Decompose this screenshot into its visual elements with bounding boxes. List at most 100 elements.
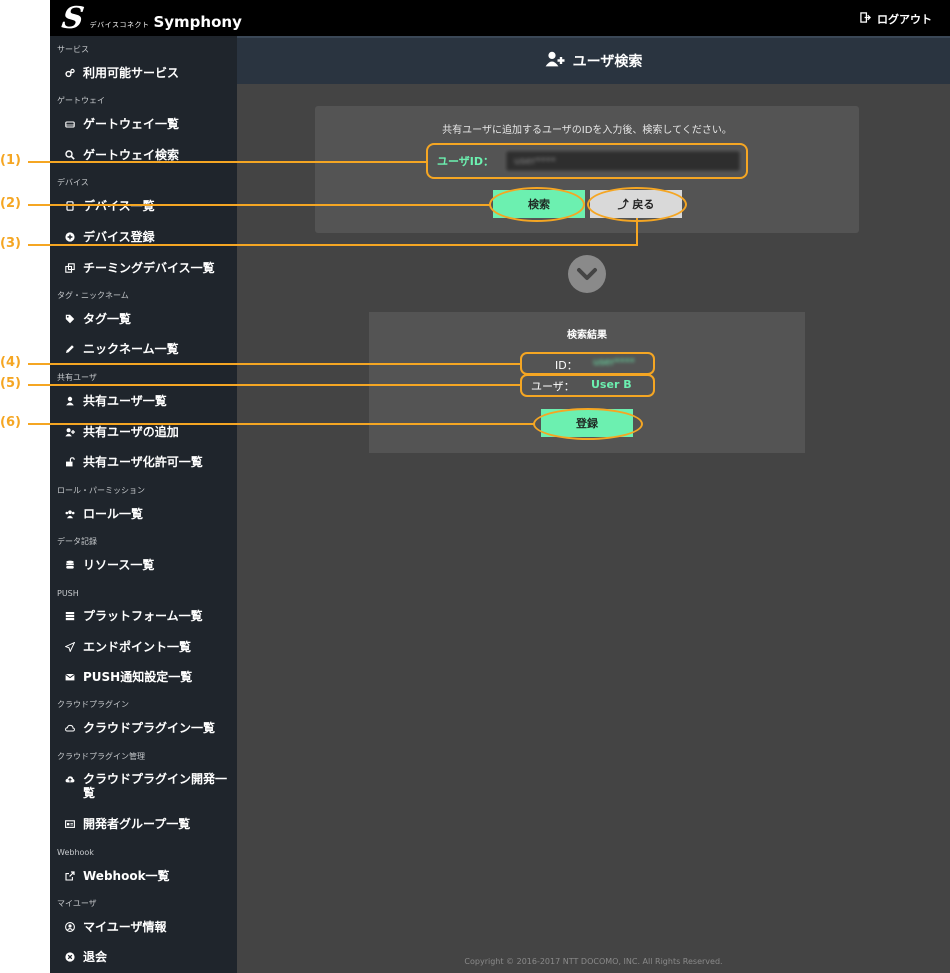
sidebar-item-push-settings-list[interactable]: PUSH通知設定一覧 bbox=[64, 670, 232, 684]
result-user-label: ユーザ： bbox=[531, 380, 575, 393]
sidebar-item-shared-user-list[interactable]: 共有ユーザ一覧 bbox=[64, 394, 232, 408]
search-icon bbox=[64, 148, 75, 162]
sidebar-item-label: 共有ユーザの追加 bbox=[83, 425, 179, 439]
sidebar-section-label: PUSH bbox=[57, 589, 79, 598]
server-icon bbox=[64, 609, 75, 623]
callout-line bbox=[28, 204, 490, 206]
logout-label: ログアウト bbox=[877, 13, 932, 26]
main-content: ユーザ検索 共有ユーザに追加するユーザのIDを入力後、検索してください。 ユーザ… bbox=[237, 36, 950, 973]
callout-number: (5) bbox=[0, 376, 21, 391]
sidebar-item-gateway-list[interactable]: ゲートウェイ一覧 bbox=[64, 117, 232, 131]
top-bar: S デバイスコネクト Symphony ログアウト bbox=[50, 0, 950, 36]
sidebar-item-label: クラウドプラグイン一覧 bbox=[83, 721, 216, 735]
hdd-icon bbox=[64, 117, 75, 131]
sidebar-item-device-list[interactable]: デバイス一覧 bbox=[64, 199, 232, 213]
sidebar-item-webhook-list[interactable]: Webhook一覧 bbox=[64, 869, 232, 883]
sidebar-item-role-list[interactable]: ロール一覧 bbox=[64, 507, 232, 521]
sidebar-item-label: マイユーザ情報 bbox=[83, 920, 167, 934]
user-plus-icon bbox=[64, 425, 75, 439]
sidebar: サービス 利用可能サービス ゲートウェイ ゲートウェイ一覧 ゲートウェイ検索 デ… bbox=[50, 36, 237, 973]
sidebar-item-label: 退会 bbox=[83, 950, 108, 964]
sidebar-item-developer-group-list[interactable]: 開発者グループ一覧 bbox=[64, 817, 232, 831]
symphony-logo[interactable]: S デバイスコネクト Symphony bbox=[59, 1, 242, 36]
sidebar-item-withdraw[interactable]: 退会 bbox=[64, 950, 232, 964]
logo-subtitle: デバイスコネクト bbox=[89, 21, 150, 29]
sidebar-item-label: デバイス一覧 bbox=[83, 199, 155, 213]
tablet-icon bbox=[64, 199, 75, 213]
sidebar-item-cloud-plugin-list[interactable]: クラウドプラグイン一覧 bbox=[64, 721, 232, 735]
result-user-value: User B bbox=[591, 378, 632, 391]
user-plus-icon bbox=[545, 51, 565, 71]
result-id-value: user**** bbox=[593, 357, 635, 368]
callout-outline bbox=[520, 374, 655, 397]
sidebar-item-label: 開発者グループ一覧 bbox=[83, 817, 191, 831]
callout-line bbox=[28, 423, 534, 425]
sidebar-item-label: チーミングデバイス一覧 bbox=[83, 261, 215, 275]
sidebar-item-shared-user-permission-list[interactable]: 共有ユーザ化許可一覧 bbox=[64, 455, 232, 469]
tags-icon bbox=[64, 312, 75, 326]
callout-outline bbox=[520, 352, 655, 375]
sidebar-item-platform-list[interactable]: プラットフォーム一覧 bbox=[64, 609, 232, 623]
cloud-icon bbox=[64, 721, 75, 735]
sidebar-item-label: 共有ユーザ化許可一覧 bbox=[83, 455, 203, 469]
sidebar-item-cloud-plugin-dev-list[interactable]: クラウドプラグイン開発一覧 bbox=[58, 772, 234, 800]
chevron-down-icon bbox=[568, 255, 606, 293]
sidebar-item-label: リソース一覧 bbox=[83, 558, 155, 572]
user-circle-icon bbox=[64, 920, 75, 934]
sidebar-item-label: Webhook一覧 bbox=[83, 869, 170, 883]
sidebar-item-label: ロール一覧 bbox=[83, 507, 144, 521]
share-square-icon bbox=[64, 869, 75, 883]
logo-title: Symphony bbox=[153, 13, 242, 31]
result-title: 検索結果 bbox=[567, 330, 607, 341]
copyright: Copyright © 2016-2017 NTT DOCOMO, INC. A… bbox=[464, 957, 723, 966]
user-icon bbox=[64, 394, 75, 408]
callout-number: (2) bbox=[0, 196, 21, 211]
search-instruction: 共有ユーザに追加するユーザのIDを入力後、検索してください。 bbox=[442, 125, 732, 136]
sidebar-section-label: ロール・パーミッション bbox=[57, 486, 145, 495]
sidebar-item-teaming-device-list[interactable]: チーミングデバイス一覧 bbox=[64, 261, 232, 275]
sidebar-item-gateway-search[interactable]: ゲートウェイ検索 bbox=[64, 148, 232, 162]
callout-line bbox=[28, 244, 638, 246]
gears-icon bbox=[64, 66, 75, 80]
callout-number: (6) bbox=[0, 415, 21, 430]
sidebar-item-label: プラットフォーム一覧 bbox=[83, 609, 203, 623]
sidebar-section-label: クラウドプラグイン bbox=[57, 700, 129, 709]
logo-mark: S bbox=[59, 1, 87, 36]
sidebar-section-label: サービス bbox=[57, 45, 89, 54]
sidebar-item-resource-list[interactable]: リソース一覧 bbox=[64, 558, 232, 572]
callout-number: (1) bbox=[0, 153, 21, 168]
unlock-icon bbox=[64, 455, 75, 469]
sidebar-item-label: 利用可能サービス bbox=[83, 66, 180, 80]
sidebar-item-shared-user-add[interactable]: 共有ユーザの追加 bbox=[64, 425, 232, 439]
sidebar-item-label: クラウドプラグイン開発一覧 bbox=[83, 772, 228, 800]
callout-line bbox=[28, 384, 521, 386]
cloud-upload-icon bbox=[64, 772, 75, 786]
sidebar-section-label: ゲートウェイ bbox=[57, 96, 105, 105]
callout-line bbox=[28, 363, 521, 365]
sidebar-item-my-user-info[interactable]: マイユーザ情報 bbox=[64, 920, 232, 934]
page-header: ユーザ検索 bbox=[237, 36, 950, 84]
logout-button[interactable]: ログアウト bbox=[860, 11, 932, 27]
sidebar-item-label: エンドポイント一覧 bbox=[83, 640, 192, 654]
result-id-label: ID： bbox=[555, 359, 578, 372]
sign-out-icon bbox=[860, 12, 871, 26]
sidebar-section-label: マイユーザ bbox=[57, 899, 97, 908]
sidebar-item-tag-list[interactable]: タグ一覧 bbox=[64, 312, 232, 326]
callout-number: (3) bbox=[0, 236, 21, 251]
times-circle-icon bbox=[64, 950, 75, 964]
sidebar-section-label: デバイス bbox=[57, 178, 89, 187]
sidebar-section-label: 共有ユーザ bbox=[57, 373, 97, 382]
userid-label: ユーザID： bbox=[437, 155, 495, 168]
sidebar-item-label: 共有ユーザ一覧 bbox=[83, 394, 167, 408]
plus-circle-icon bbox=[64, 230, 75, 244]
sidebar-item-label: PUSH通知設定一覧 bbox=[83, 670, 193, 684]
sidebar-section-label: クラウドプラグイン管理 bbox=[57, 752, 145, 761]
callout-number: (4) bbox=[0, 355, 21, 370]
sidebar-item-nickname-list[interactable]: ニックネーム一覧 bbox=[64, 342, 232, 356]
envelope-icon bbox=[64, 670, 75, 684]
sidebar-item-available-services[interactable]: 利用可能サービス bbox=[64, 66, 232, 80]
paper-plane-icon bbox=[64, 640, 75, 654]
sidebar-item-device-register[interactable]: デバイス登録 bbox=[64, 230, 232, 244]
userid-input[interactable] bbox=[505, 150, 741, 172]
sidebar-item-endpoint-list[interactable]: エンドポイント一覧 bbox=[64, 640, 232, 654]
